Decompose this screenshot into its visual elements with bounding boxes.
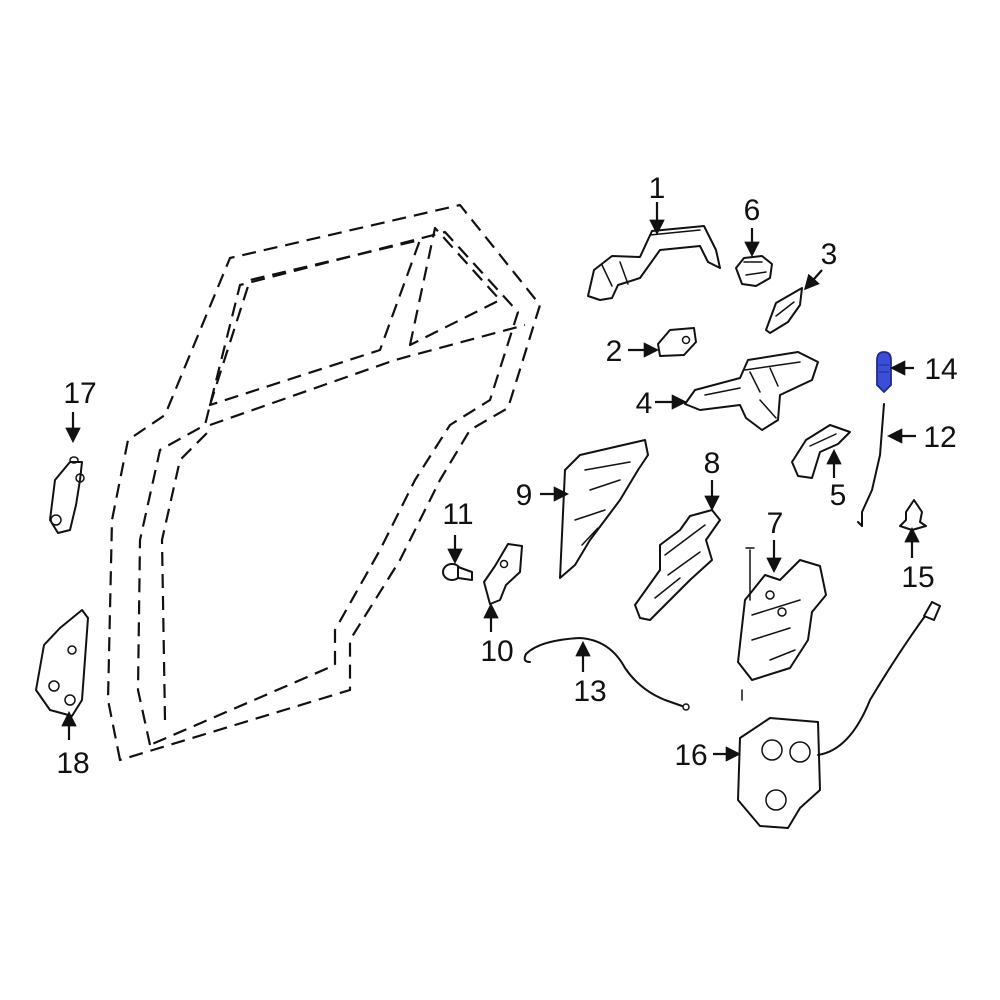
part-14-bumper[interactable] xyxy=(876,351,892,394)
callout-5[interactable]: 5 xyxy=(830,479,847,512)
callout-8[interactable]: 8 xyxy=(704,447,721,480)
callout-3[interactable]: 3 xyxy=(821,238,838,271)
part-1-outer-handle[interactable] xyxy=(587,225,721,301)
callout-18[interactable]: 18 xyxy=(56,747,89,780)
callout-7[interactable]: 7 xyxy=(767,507,784,540)
leader-arrows xyxy=(61,202,920,762)
part-2-gasket[interactable] xyxy=(657,327,697,357)
callout-4[interactable]: 4 xyxy=(636,387,653,420)
callout-2[interactable]: 2 xyxy=(606,335,623,368)
part-13-cable[interactable] xyxy=(523,637,690,711)
callout-1[interactable]: 1 xyxy=(649,172,666,205)
part-16-actuator[interactable] xyxy=(737,601,941,829)
part-18-lower-hinge[interactable] xyxy=(35,609,89,717)
callout-9[interactable]: 9 xyxy=(516,479,533,512)
callout-15[interactable]: 15 xyxy=(901,561,934,594)
callout-14[interactable]: 14 xyxy=(924,353,957,386)
callout-10[interactable]: 10 xyxy=(480,635,513,668)
part-8-bracket[interactable] xyxy=(634,509,721,621)
callout-6[interactable]: 6 xyxy=(744,194,761,227)
part-11-bolt[interactable] xyxy=(442,563,473,581)
callout-17[interactable]: 17 xyxy=(63,377,96,410)
callout-13[interactable]: 13 xyxy=(573,675,606,708)
part-15-push-clip[interactable] xyxy=(899,499,927,531)
callout-16[interactable]: 16 xyxy=(674,739,707,772)
part-9-cover[interactable] xyxy=(559,439,649,579)
part-17-upper-hinge[interactable] xyxy=(49,456,85,534)
callout-labels: 1 2 3 4 5 6 7 8 9 10 11 12 13 14 15 16 1… xyxy=(56,172,957,780)
part-5-inner-handle[interactable] xyxy=(791,424,851,479)
callout-12[interactable]: 12 xyxy=(923,421,956,454)
door-outline xyxy=(106,203,542,762)
part-10-striker[interactable] xyxy=(483,543,523,605)
part-6-clip[interactable] xyxy=(735,255,773,287)
part-3-cap[interactable] xyxy=(765,287,803,334)
part-4-handle-carrier[interactable] xyxy=(684,351,819,431)
part-7-latch[interactable] xyxy=(737,547,827,701)
part-12-rod[interactable] xyxy=(857,403,885,527)
callout-11[interactable]: 11 xyxy=(442,498,473,531)
